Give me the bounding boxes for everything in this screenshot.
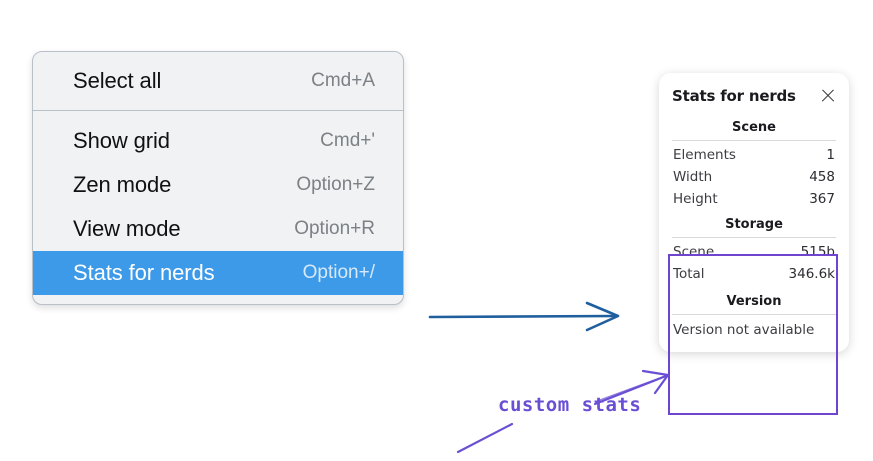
stats-for-nerds-panel: Stats for nerds Scene Elements 1 Width 4… <box>659 73 849 352</box>
menu-group-2: Show grid Cmd+' Zen mode Option+Z View m… <box>33 119 403 295</box>
version-value: Version not available <box>673 322 815 338</box>
flow-arrow-icon <box>428 301 620 332</box>
stat-value: 458 <box>809 169 835 185</box>
section-divider <box>672 140 836 141</box>
stat-value: 367 <box>809 191 835 207</box>
canvas-context-menu[interactable]: Select all Cmd+A Show grid Cmd+' Zen mod… <box>32 51 404 305</box>
stat-label: Height <box>673 191 718 207</box>
menu-item-view-mode[interactable]: View mode Option+R <box>33 207 403 251</box>
menu-item-stats-for-nerds[interactable]: Stats for nerds Option+/ <box>33 251 403 295</box>
section-title: Storage <box>725 217 783 232</box>
section-divider <box>672 237 836 238</box>
page-title: Stats for nerds <box>672 87 796 105</box>
section-title: Scene <box>732 120 776 135</box>
menu-item-label: Select all <box>73 68 162 93</box>
underline-stroke-icon <box>456 422 514 454</box>
stat-row: Elements 1 <box>669 144 839 166</box>
menu-item-label: View mode <box>73 216 181 241</box>
section-title: Version <box>726 294 782 309</box>
stat-value: 1 <box>826 147 835 163</box>
menu-item-shortcut: Option+/ <box>302 262 375 283</box>
stats-section-version: Version Version not available <box>669 293 839 340</box>
stat-label: Scene <box>673 244 715 260</box>
stat-label: Elements <box>673 147 736 163</box>
menu-item-shortcut: Cmd+A <box>311 70 375 91</box>
menu-item-zen-mode[interactable]: Zen mode Option+Z <box>33 163 403 207</box>
annotation-label: custom stats <box>498 394 642 416</box>
stat-label: Total <box>673 266 705 282</box>
menu-item-shortcut: Option+R <box>294 218 375 239</box>
menu-item-label: Zen mode <box>73 172 172 197</box>
menu-item-shortcut: Option+Z <box>296 174 375 195</box>
menu-item-label: Show grid <box>73 128 170 153</box>
panel-header: Stats for nerds <box>669 87 839 105</box>
stat-value: 515b <box>800 244 835 260</box>
stat-row: Height 367 <box>669 188 839 210</box>
menu-item-shortcut: Cmd+' <box>320 130 375 151</box>
stat-row: Scene 515b <box>669 241 839 263</box>
menu-item-select-all[interactable]: Select all Cmd+A <box>33 59 403 103</box>
stat-label: Width <box>673 169 713 185</box>
stat-value: 346.6k <box>788 266 835 282</box>
stat-row: Width 458 <box>669 166 839 188</box>
stats-section-storage: Storage Scene 515b Total 346.6k <box>669 216 839 285</box>
stats-section-scene: Scene Elements 1 Width 458 Height 367 <box>669 119 839 210</box>
menu-group-1: Select all Cmd+A <box>33 59 403 103</box>
menu-separator <box>33 110 403 111</box>
stat-row: Total 346.6k <box>669 263 839 285</box>
menu-item-label: Stats for nerds <box>73 260 215 285</box>
close-icon[interactable] <box>819 87 837 105</box>
section-divider <box>672 314 836 315</box>
menu-item-show-grid[interactable]: Show grid Cmd+' <box>33 119 403 163</box>
